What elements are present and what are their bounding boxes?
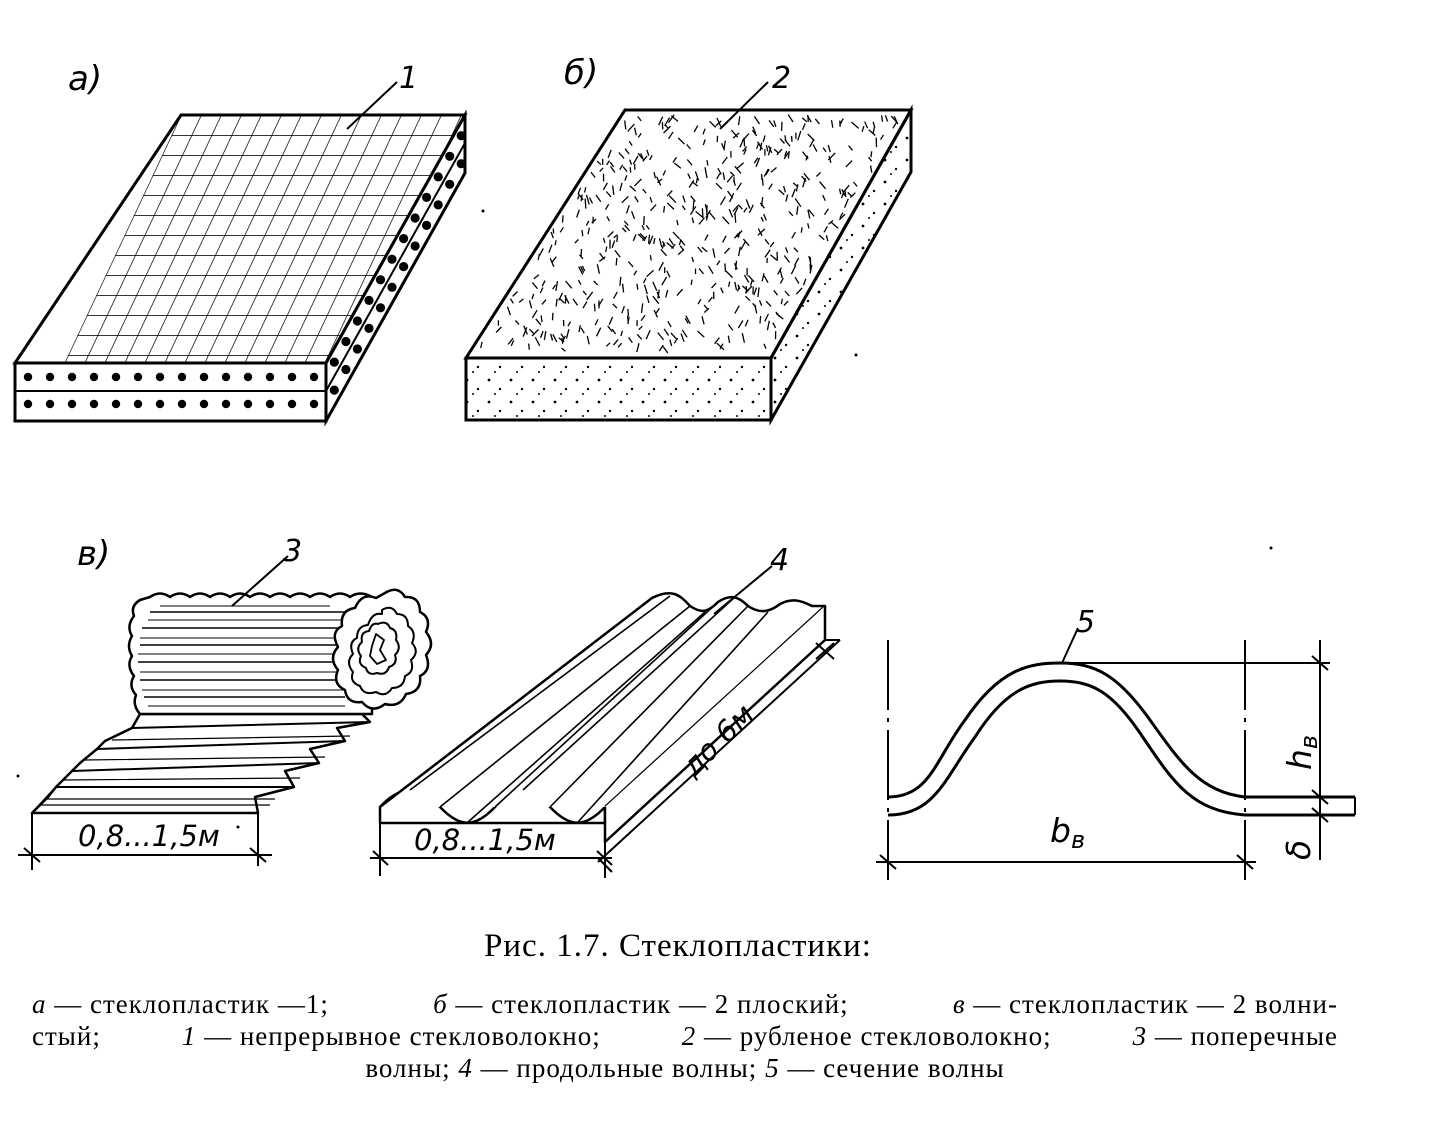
callout-2: 2 [772,61,791,96]
legend-text: — стеклопластик — 2 волни- [965,989,1338,1019]
legend-text: — сечение волны [779,1053,1005,1083]
width-label: bв [1050,811,1085,854]
legend-key: 5 [765,1053,780,1083]
chopped-fiber-slab [463,104,914,426]
thickness-label: δ [1279,840,1318,860]
legend-key: а [32,989,47,1019]
legend-text: — непрерывное стекловолокно; [196,1021,601,1051]
callout-5: 5 [1076,605,1095,640]
legend-line: а — стеклопластик —1; б — стеклопластик … [32,988,1338,1020]
wave-section [876,640,1356,880]
legend-text: — поперечные [1147,1021,1338,1051]
callout-4: 4 [770,543,789,578]
legend-key: 1 [181,1021,197,1051]
legend-key: б [433,989,448,1019]
panel-a: а) 1 [12,59,468,427]
panel-b-letter: б) [564,53,598,93]
panel-c: в) 3 0,8...1,5м [16,534,1356,880]
legend-line: стый; 1 — непрерывное стекловолокно; 2 —… [32,1020,1338,1052]
legend-text: — стеклопластик — 2 плоский; [447,989,849,1019]
corrugated-roll [30,588,433,815]
callout-1: 1 [399,61,418,96]
reinforced-slab [12,109,468,427]
panel-a-letter: а) [68,59,102,99]
legend-text: — продольные волны; [472,1053,758,1083]
legend-line: волны; 4 — продольные волны; 5 — сечение… [32,1052,1338,1084]
roll-width-label: 0,8...1,5м [78,819,220,853]
figure-drawing: а) 1 б) 2 [12,53,1356,880]
sheet-width-label: 0,8...1,5м [414,823,556,857]
panel-c-letter: в) [77,534,110,574]
legend-text: — рубленое стекловолокно; [696,1021,1052,1051]
height-label: hв [1280,735,1323,770]
corrugated-sheet [378,591,827,844]
legend-text: волны; [365,1053,451,1083]
legend-key: 2 [681,1021,697,1051]
panel-b: б) 2 [463,53,914,426]
legend-text: — стеклопластик —1; [46,989,329,1019]
figure-caption-title: Рис. 1.7. Стеклопластики: [484,928,872,964]
roll-width-dimension [18,813,272,870]
sheet-dimensions [370,639,841,878]
figure-legend: а — стеклопластик —1; б — стеклопластик … [32,988,1338,1084]
legend-key: в [952,989,966,1019]
legend-key: 3 [1132,1021,1148,1051]
callout-3: 3 [283,534,302,569]
legend-text: стый; [32,1021,101,1051]
legend-key: 4 [458,1053,473,1083]
